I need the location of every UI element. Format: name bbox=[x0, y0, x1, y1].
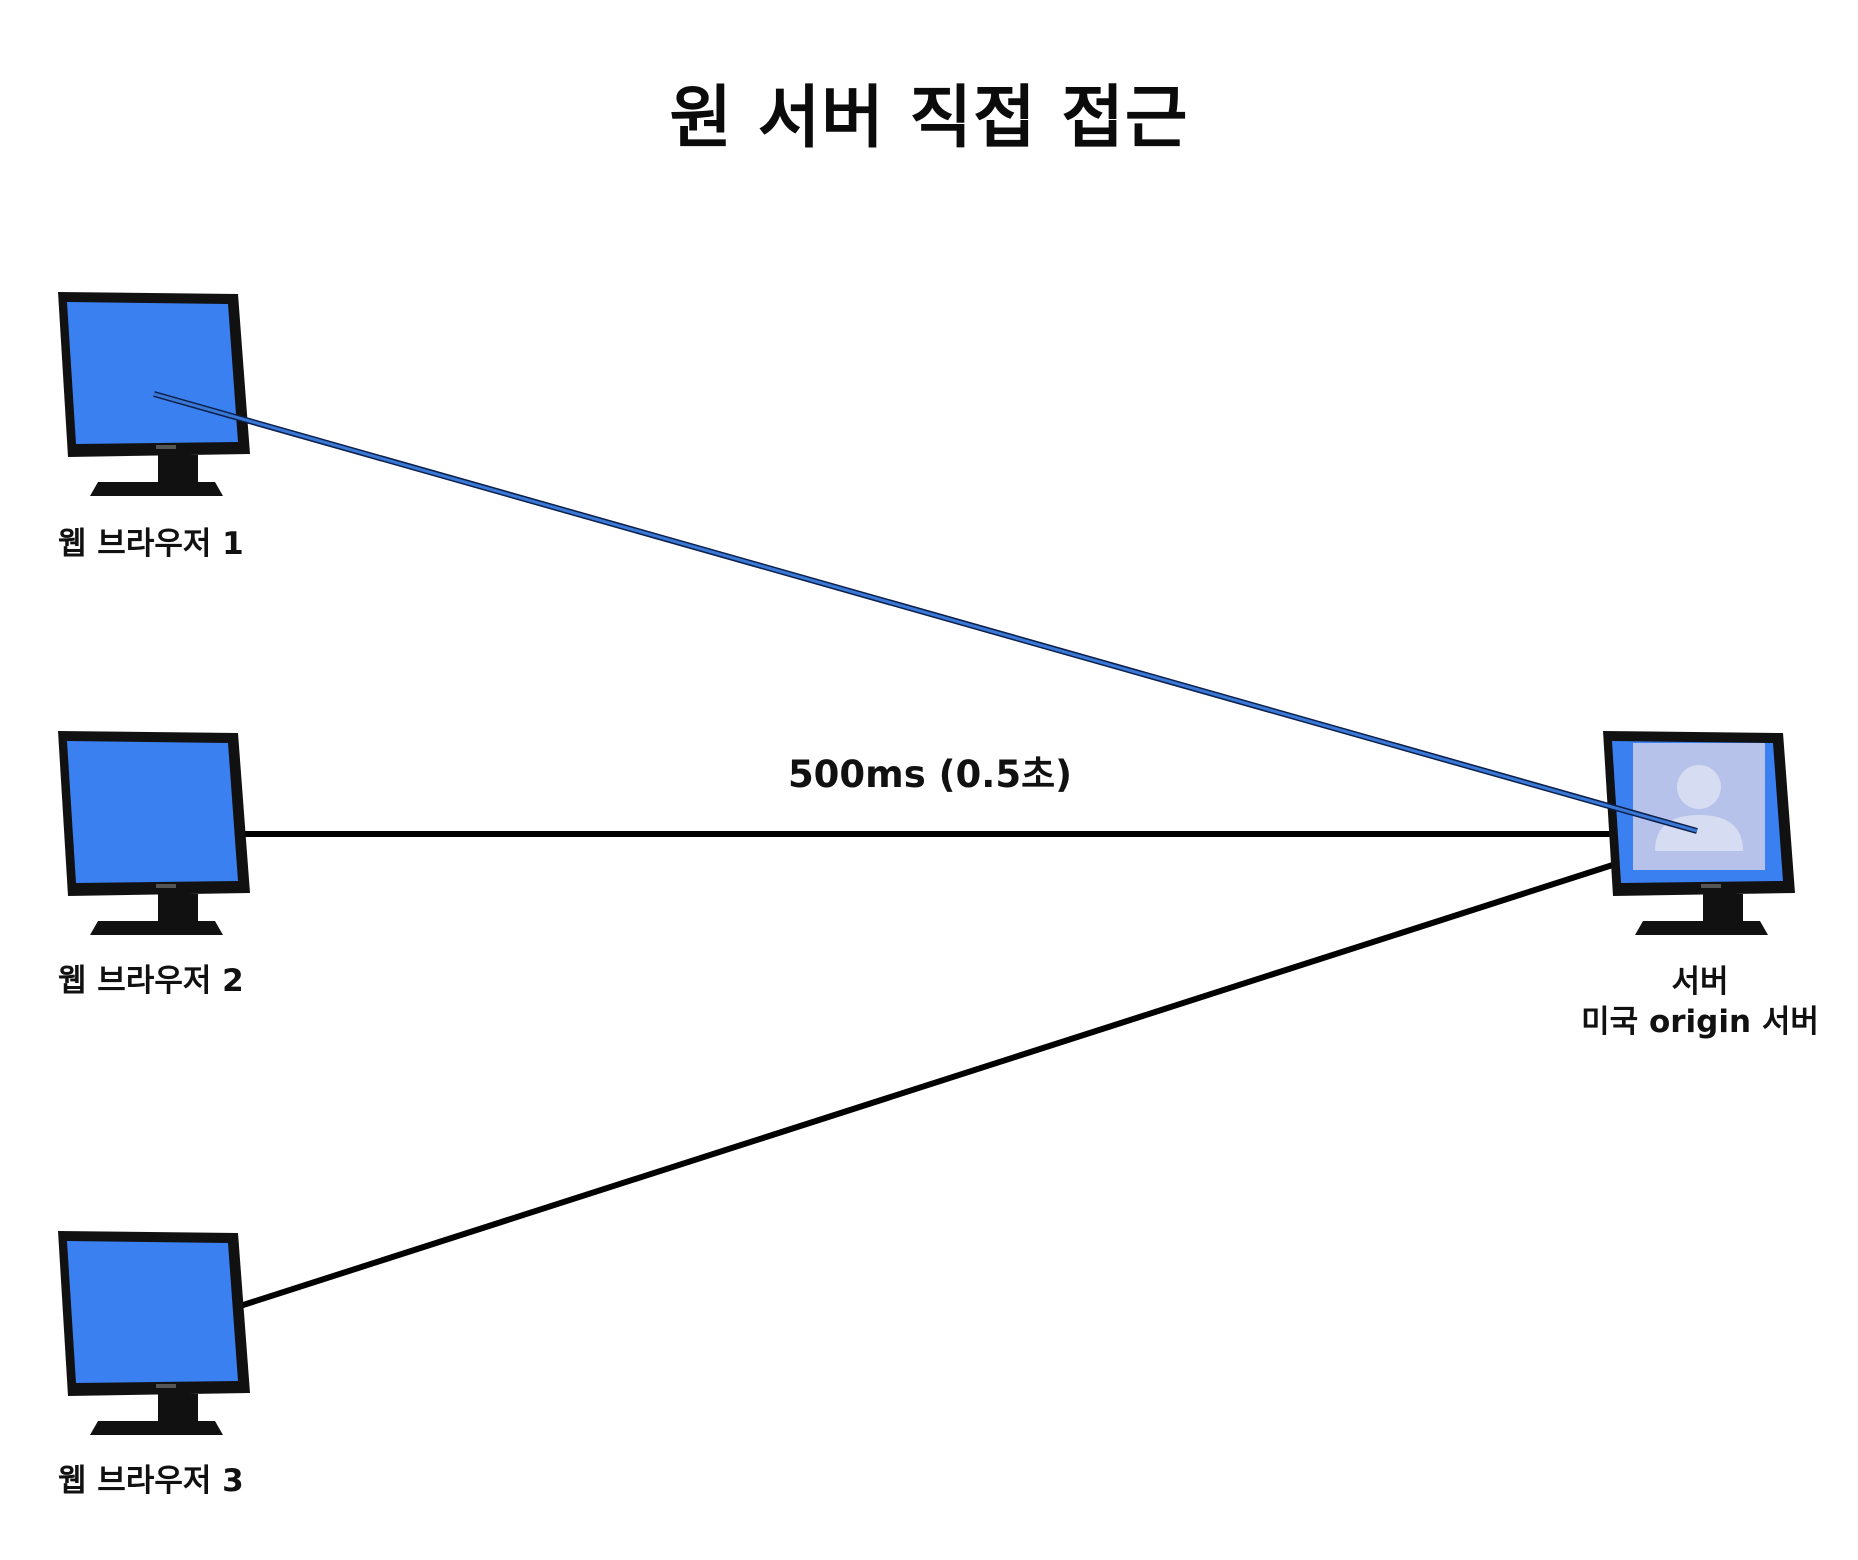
user-avatar-icon bbox=[1655, 765, 1743, 851]
browser-1-monitor-icon bbox=[58, 292, 250, 496]
browser-3-monitor-icon bbox=[58, 1231, 250, 1435]
browser-2-monitor-icon bbox=[58, 731, 250, 935]
page-title: 원 서버 직접 접근 bbox=[669, 79, 1189, 158]
server-label: 서버 bbox=[1671, 964, 1729, 1000]
server-monitor-icon bbox=[1603, 731, 1795, 935]
browser-3-label: 웹 브라우저 3 bbox=[58, 1463, 244, 1499]
browser-2-label: 웹 브라우저 2 bbox=[58, 963, 244, 999]
connection-line-browser-3 bbox=[239, 859, 1623, 1309]
server-sublabel: 미국 origin 서버 bbox=[1581, 1004, 1819, 1040]
connection-line-browser-1-highlight bbox=[153, 392, 1698, 833]
browser-1-label: 웹 브라우저 1 bbox=[58, 526, 244, 562]
latency-label: 500ms (0.5초) bbox=[787, 753, 1073, 796]
